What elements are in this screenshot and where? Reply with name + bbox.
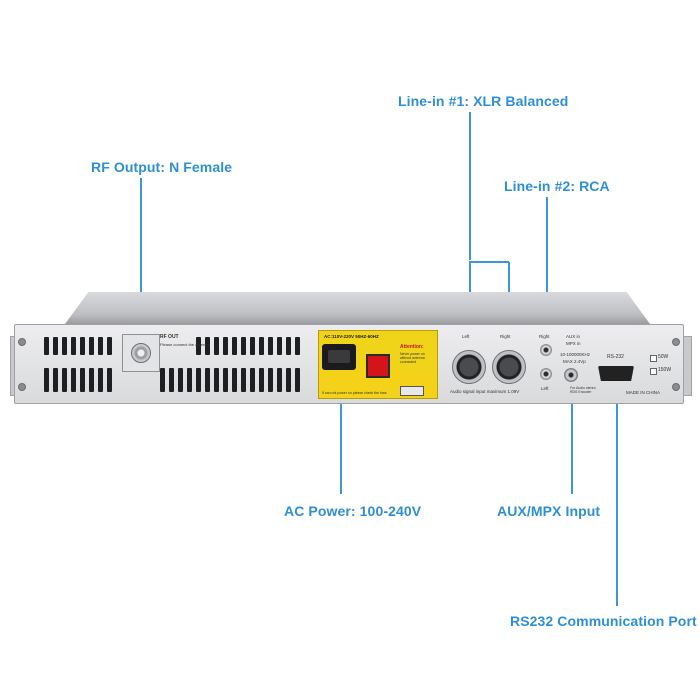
fuse-holder[interactable] [400,386,424,396]
ac-power-leader [340,362,342,494]
rca-input-left[interactable] [540,368,552,380]
xlr-right-label: Right [500,334,511,339]
rca-right-label: Right [539,334,550,339]
xlr-left-label: Left [462,334,470,339]
screw-icon [18,338,26,346]
vent-grille-upper-left [44,337,112,355]
line-in-1-leader-bar [469,261,509,263]
rf-output-leader [140,178,142,338]
screw-icon [672,383,680,391]
rf-output-callout: RF Output: N Female [91,159,233,175]
made-in-label: MADE IN CHINA [626,390,661,395]
vent-grille-lower-left [44,368,112,392]
n-connector-icon [131,343,151,363]
rf-out-label: RF OUT Please connect the antenna [160,334,210,347]
rf-out-title: RF OUT [160,334,179,340]
xlr-input-right[interactable] [492,350,526,384]
vent-grille-lower-mid [160,368,300,392]
ac-power-callout: AC Power: 100-240V [284,503,422,519]
rf-output-n-connector[interactable] [122,334,160,372]
attention-title: Attention: [400,344,424,350]
audio-input-note: Audio signal input maximum 1.09V [450,389,520,394]
chassis-top [65,292,650,324]
screw-icon [672,338,680,346]
line-in-1-callout: Line-in #1: XLR Balanced [398,93,569,109]
rca-input-right[interactable] [540,344,552,356]
aux-mpx-leader [571,376,573,494]
rs232-leader [616,374,618,606]
aux-max-label: MAX 2.4Vp [563,359,586,364]
fuse-note: If can not power on please check the fus… [322,391,387,395]
rca-left-label: Left [541,386,549,391]
screw-icon [18,383,26,391]
rs232-label: RS-232 [607,354,624,360]
line-in-1-leader [469,112,471,260]
rf-out-warning: Please connect the antenna [160,342,210,347]
power-rating-label: AC:110V-220V 50HZ-60HZ [324,334,379,339]
mpx-in-label: MPX in [566,341,581,346]
attention-body: Never power on without antenna connected [400,352,425,364]
checkbox-150w [650,368,657,375]
checkbox-50w [650,355,657,362]
xlr-input-left[interactable] [452,350,486,384]
power-150w-label: 150W [658,367,672,373]
power-switch[interactable] [366,354,390,378]
aux-freq-label: 10-100000KHz [560,352,591,357]
aux-note: For Audio stereo RDS Encoder [570,386,596,394]
aux-mpx-callout: AUX/MPX Input [497,503,601,519]
rs232-callout: RS232 Communication Port [510,613,697,629]
aux-mpx-bnc-input[interactable] [564,368,578,382]
aux-in-label: AUX in [566,334,581,339]
vent-grille-upper-mid [196,337,300,355]
line-in-2-leader [546,197,548,345]
rs232-db9-port[interactable] [598,366,634,381]
ac-power-inlet[interactable] [322,344,356,370]
line-in-2-callout: Line-in #2: RCA [504,178,610,194]
power-50w-label: 50W [658,354,669,360]
